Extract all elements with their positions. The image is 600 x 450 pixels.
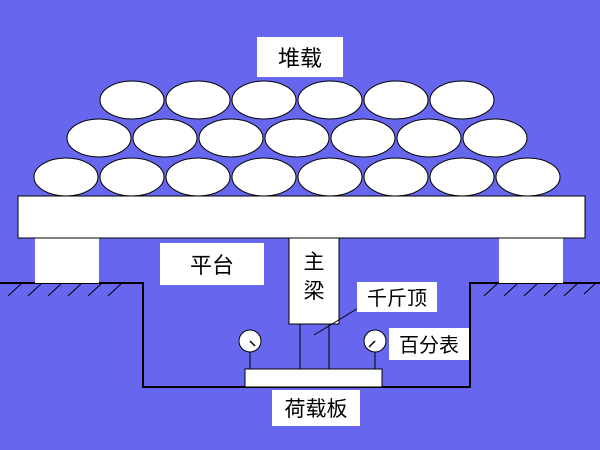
surcharge-bag [429, 80, 495, 120]
surcharge-bag [33, 157, 99, 197]
surcharge-label-box [257, 37, 343, 77]
surcharge-bag [429, 157, 495, 197]
platform-label: 平台 [190, 254, 234, 279]
surcharge-bag [264, 118, 330, 158]
surcharge-bag [495, 157, 561, 197]
surcharge-label: 堆载 [278, 47, 322, 72]
dial-gauge-label: 百分表 [399, 333, 459, 357]
surcharge-bag [363, 80, 429, 120]
surcharge-bag [99, 80, 165, 120]
surcharge-bag [132, 118, 198, 158]
surcharge-bag [297, 157, 363, 197]
main-beam [288, 237, 340, 325]
surcharge-bag [165, 157, 231, 197]
surcharge-bag [99, 157, 165, 197]
main-beam-label-1: 主 [304, 250, 325, 274]
load-plate [244, 368, 383, 388]
dial-gauge-left [238, 329, 262, 369]
dial-gauge-right [363, 329, 387, 369]
load-plate-label-box [272, 390, 360, 426]
jack-leader-line [313, 306, 361, 336]
surcharge-bag [231, 80, 297, 120]
surcharge-bag [330, 118, 396, 158]
surcharge-bags [33, 80, 561, 197]
surcharge-bag [198, 118, 264, 158]
surcharge-bag [462, 118, 528, 158]
surcharge-bag [297, 80, 363, 120]
dial-gauge-label-box [389, 328, 469, 360]
surcharge-bag [66, 118, 132, 158]
surcharge-bag [396, 118, 462, 158]
surcharge-bag [165, 80, 231, 120]
main-beam-label-2: 梁 [304, 279, 325, 303]
right-support-block [499, 238, 563, 283]
platform-beam [17, 195, 586, 239]
soil-hatch [7, 282, 597, 297]
jack-label: 千斤顶 [367, 286, 427, 310]
left-support-block [35, 238, 99, 283]
platform-label-box [160, 243, 264, 285]
surcharge-bag [231, 157, 297, 197]
jack-label-box [357, 282, 437, 312]
surcharge-bag [363, 157, 429, 197]
load-plate-label: 荷载板 [285, 397, 348, 421]
